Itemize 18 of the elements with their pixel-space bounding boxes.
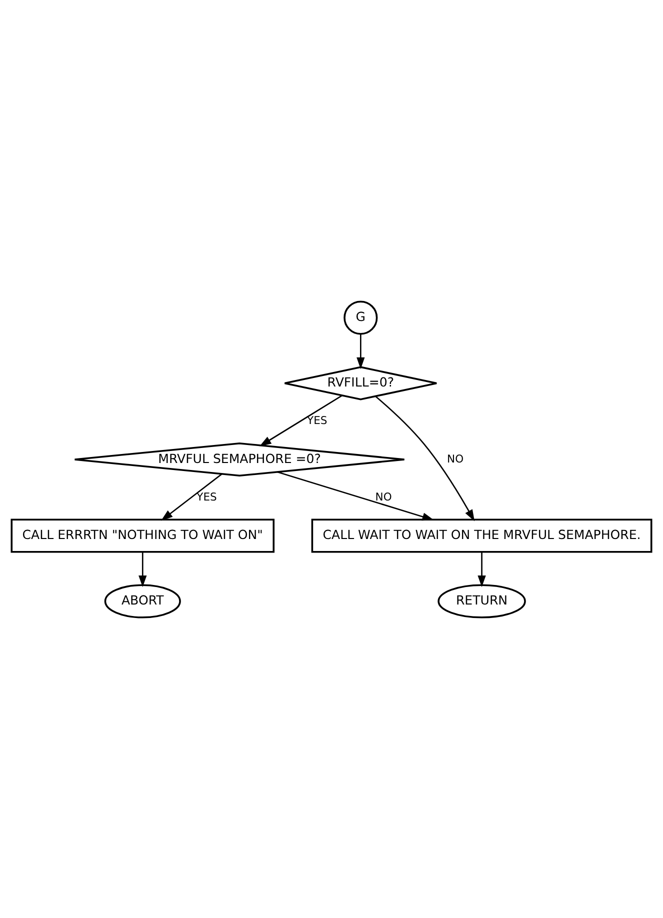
node-diamond: RVFILL=0?	[284, 366, 438, 400]
edge-label: YES	[307, 414, 328, 427]
arrow	[277, 470, 434, 520]
node-box: CALL ERRRTN "NOTHING TO WAIT ON"	[10, 518, 275, 552]
arrow	[478, 552, 486, 587]
node-diamond: MRVFUL SEMAPHORE =0?	[74, 442, 406, 476]
node-box: CALL WAIT TO WAIT ON THE MRVFUL SEMAPHORE.	[311, 518, 652, 552]
node-ellipse: RETURN	[438, 584, 526, 618]
arrow	[161, 473, 222, 520]
edge-label: NO	[375, 490, 392, 503]
edge-label: YES	[196, 490, 217, 503]
arrow	[260, 394, 342, 446]
arrow	[138, 552, 147, 587]
node-circle: G	[344, 300, 378, 334]
arrow	[375, 395, 475, 521]
arrow	[356, 334, 365, 369]
edge-label: NO	[447, 452, 464, 465]
node-ellipse: ABORT	[104, 584, 181, 618]
